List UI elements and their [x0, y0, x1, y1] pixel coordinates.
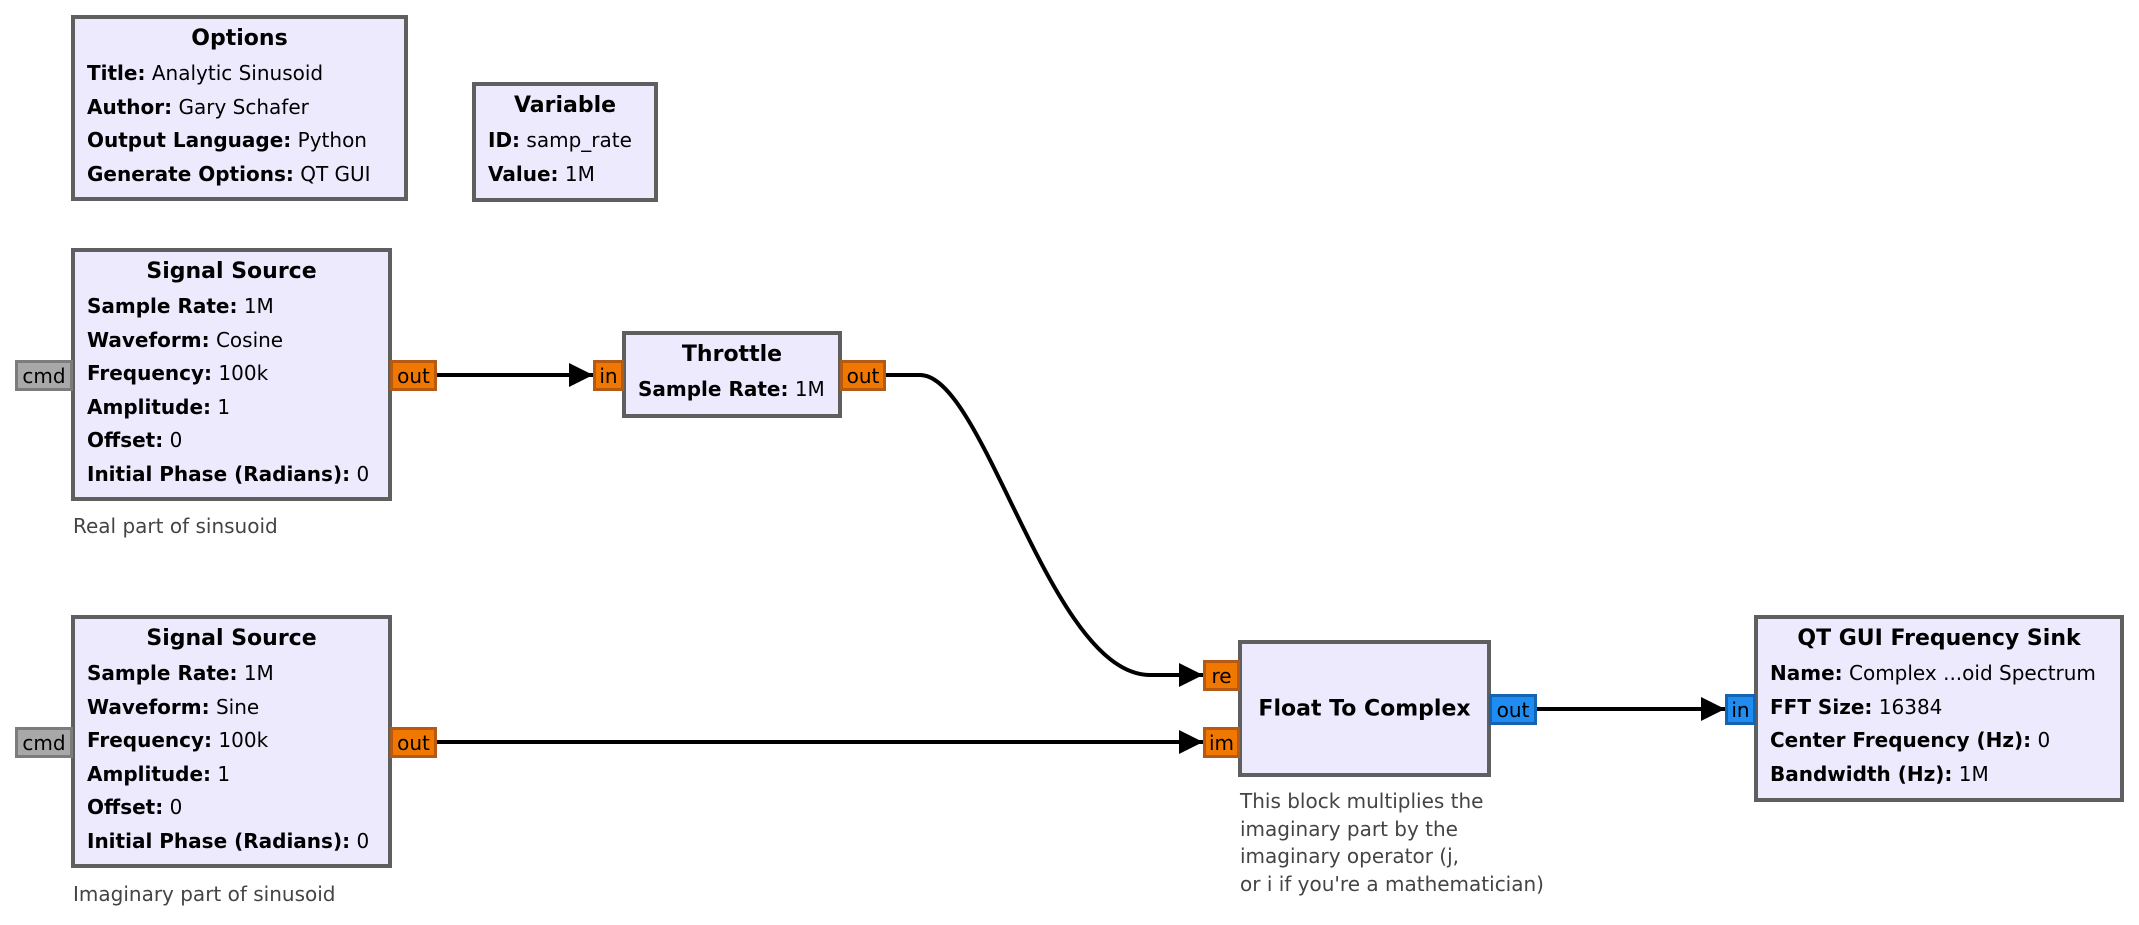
- out-port[interactable]: out: [840, 360, 886, 391]
- in-port[interactable]: in: [1725, 694, 1756, 725]
- block-comment: Imaginary part of sinusoid: [73, 882, 336, 906]
- param-row: Initial Phase (Radians): 0: [87, 461, 370, 486]
- options-block[interactable]: Options Title: Analytic Sinusoid Author:…: [71, 15, 408, 201]
- block-title: QT GUI Frequency Sink: [1797, 626, 2081, 651]
- out-port[interactable]: out: [1489, 694, 1537, 725]
- out-port[interactable]: out: [390, 727, 437, 758]
- param-row: Frequency: 100k: [87, 361, 269, 385]
- block-title: Options: [191, 26, 288, 51]
- block-title: Throttle: [681, 342, 783, 367]
- block-title: Variable: [513, 93, 617, 118]
- signal-source-sine-block[interactable]: Signal Source Sample Rate: 1M Waveform: …: [71, 615, 392, 868]
- param-row: Value: 1M: [488, 161, 595, 186]
- param-row: Waveform: Cosine: [87, 327, 284, 352]
- param-row: Waveform: Sine: [87, 694, 260, 719]
- param-row: Output Language: Python: [87, 128, 367, 152]
- out-port[interactable]: out: [390, 360, 437, 391]
- param-row: Sample Rate: 1M: [638, 377, 825, 401]
- cmd-port[interactable]: cmd: [15, 360, 73, 391]
- block-title: Signal Source: [146, 626, 317, 651]
- param-row: Sample Rate: 1M: [87, 661, 274, 685]
- block-title: Signal Source: [146, 259, 317, 284]
- comment-line: This block multiplies the: [1240, 789, 1484, 813]
- param-row: Initial Phase (Radians): 0: [87, 828, 370, 853]
- block-comment: This block multiplies the imaginary part…: [1240, 788, 1544, 898]
- variable-block[interactable]: Variable ID: samp_rate Value: 1M: [472, 82, 658, 202]
- param-row: Generate Options: QT GUI: [87, 161, 371, 186]
- param-row: Bandwidth (Hz): 1M: [1770, 761, 1989, 786]
- param-row: ID: samp_rate: [488, 128, 632, 152]
- param-row: FFT Size: 16384: [1770, 694, 1943, 719]
- block-title: Float To Complex: [1258, 696, 1471, 721]
- block-comment: Real part of sinsuoid: [73, 514, 278, 538]
- param-row: Name: Complex ...oid Spectrum: [1770, 661, 2096, 685]
- re-port[interactable]: re: [1203, 660, 1240, 691]
- param-row: Sample Rate: 1M: [87, 294, 274, 318]
- param-row: Offset: 0: [87, 428, 183, 452]
- comment-line: or i if you're a mathematician): [1240, 871, 1544, 896]
- in-port[interactable]: in: [593, 360, 624, 391]
- param-row: Amplitude: 1: [87, 761, 231, 786]
- param-row: Center Frequency (Hz): 0: [1770, 728, 2051, 752]
- comment-line: imaginary operator (j,: [1240, 844, 1459, 868]
- signal-source-cosine-block[interactable]: Signal Source Sample Rate: 1M Waveform: …: [71, 248, 392, 501]
- param-row: Frequency: 100k: [87, 728, 269, 752]
- im-port[interactable]: im: [1203, 727, 1240, 758]
- qt-gui-frequency-sink-block[interactable]: QT GUI Frequency Sink Name: Complex ...o…: [1754, 615, 2124, 802]
- comment-line: imaginary part by the: [1240, 816, 1458, 841]
- throttle-block[interactable]: Throttle Sample Rate: 1M: [622, 331, 842, 418]
- param-row: Author: Gary Schafer: [87, 94, 309, 119]
- cmd-port[interactable]: cmd: [15, 727, 73, 758]
- param-row: Amplitude: 1: [87, 394, 231, 419]
- param-row: Offset: 0: [87, 795, 183, 819]
- float-to-complex-block[interactable]: Float To Complex: [1238, 640, 1491, 777]
- connection-throttle-re[interactable]: [886, 373, 1203, 687]
- param-row: Title: Analytic Sinusoid: [87, 61, 324, 85]
